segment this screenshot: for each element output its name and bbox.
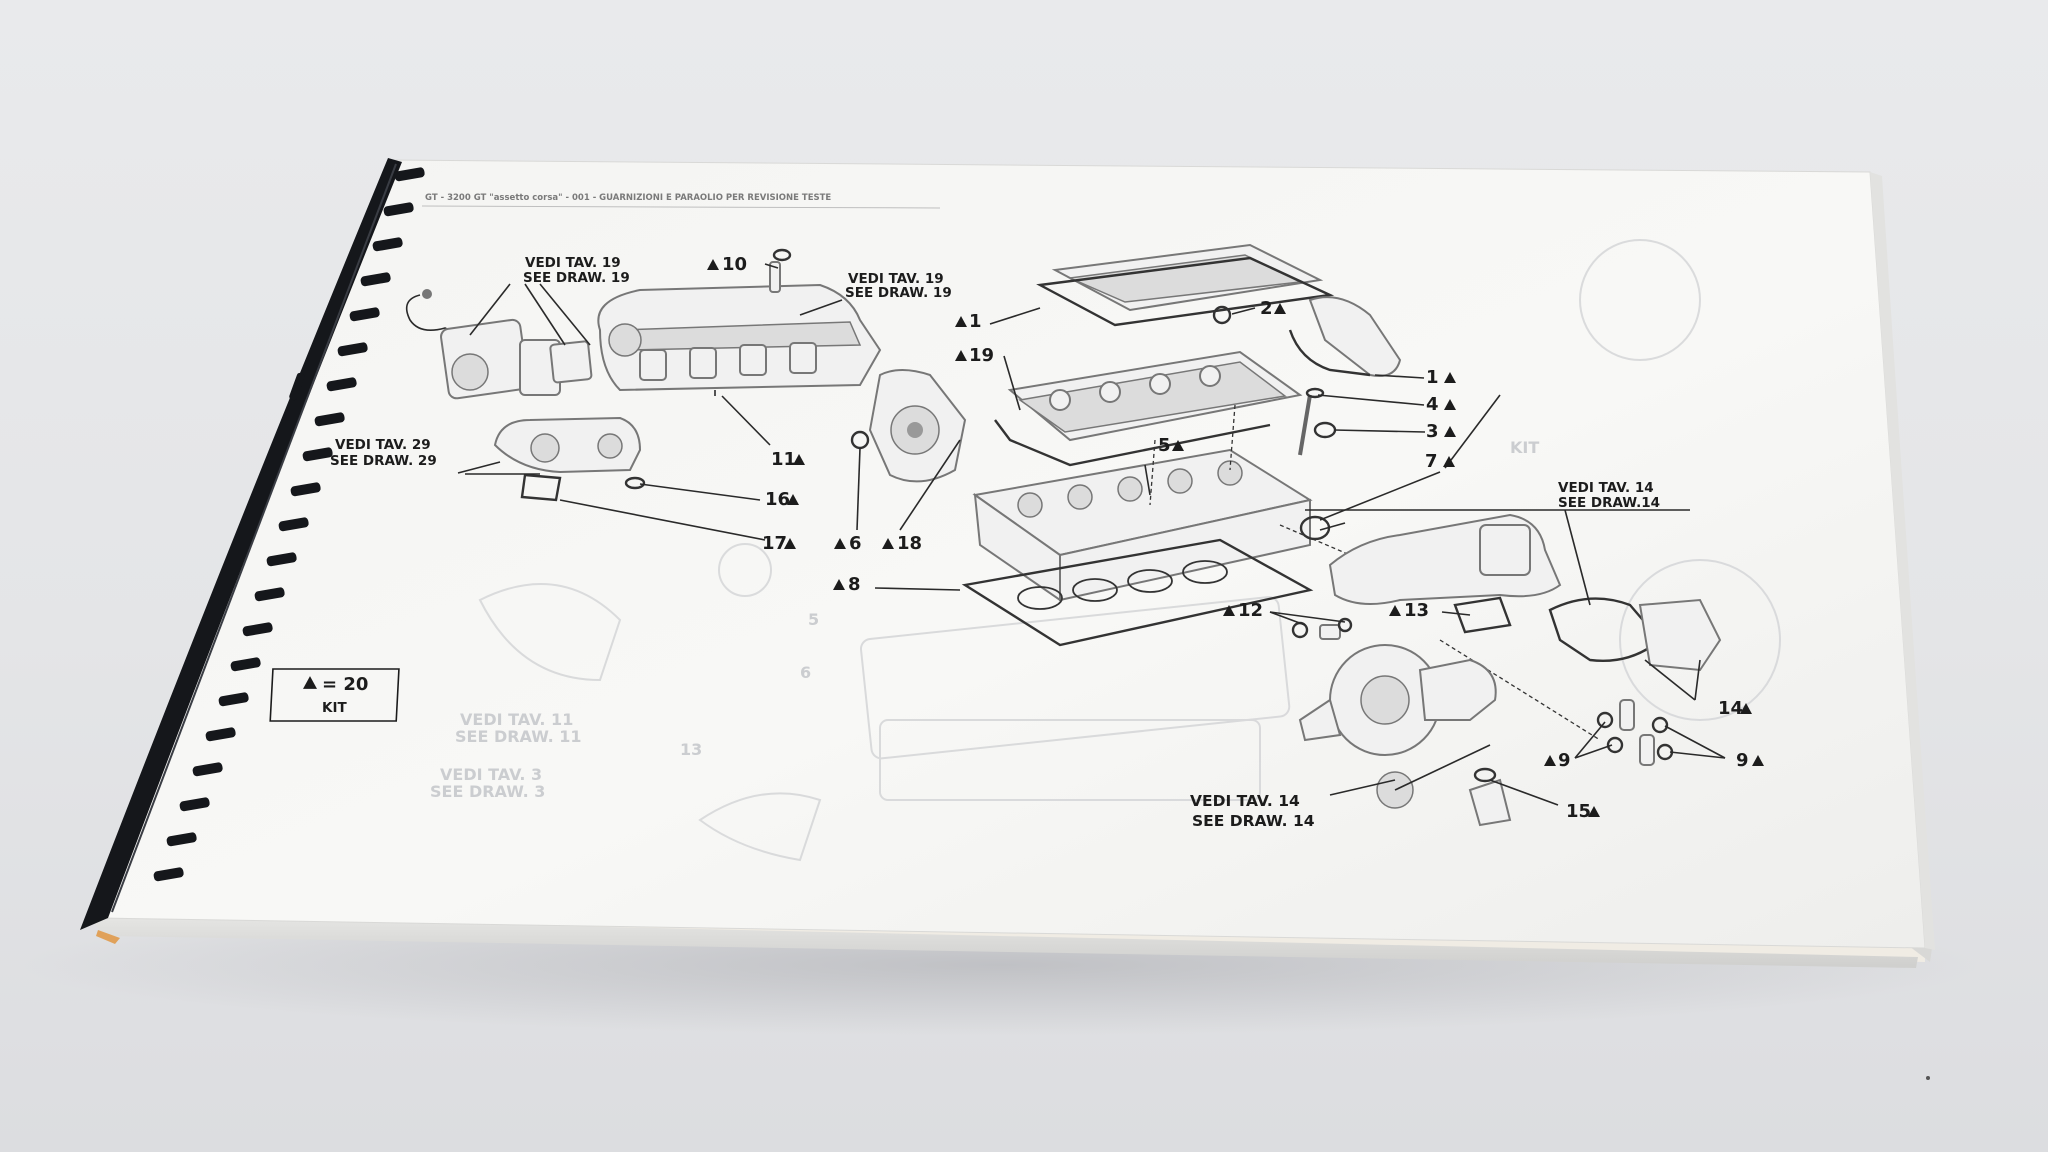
callout-17: 17: [762, 533, 787, 554]
ref-see-19-right: SEE DRAW. 19: [845, 285, 952, 301]
kit-value: = 20: [322, 674, 368, 695]
callout-14: 14: [1718, 698, 1743, 719]
ref-vedi-19-left: VEDI TAV. 19: [525, 255, 621, 271]
svg-text:KIT: KIT: [1510, 438, 1539, 457]
page-edge-right: [1870, 172, 1935, 950]
callout-18: 18: [897, 533, 922, 554]
callout-16: 16: [765, 489, 790, 510]
svg-text:13: 13: [680, 740, 702, 759]
ref-see-29: SEE DRAW. 29: [330, 453, 437, 469]
svg-text:VEDI TAV. 11: VEDI TAV. 11: [460, 710, 573, 729]
callout-5: 5: [1158, 435, 1171, 456]
header-rule: [421, 205, 941, 209]
exploded-parts-drawing: [405, 243, 1722, 827]
cylinder-head-cams: [994, 305, 1303, 467]
svg-text:SEE DRAW. 3: SEE DRAW. 3: [430, 782, 545, 801]
ref-see-14-bottom: SEE DRAW. 14: [1192, 812, 1315, 830]
valve-cover: [1036, 243, 1335, 327]
water-pipe: [493, 416, 646, 502]
callout-15: 15: [1566, 801, 1591, 822]
ref-vedi-19-right: VEDI TAV. 19: [848, 271, 944, 287]
svg-text:VEDI TAV. 3: VEDI TAV. 3: [440, 765, 542, 784]
cylinder-head-lower: [972, 448, 1313, 602]
callout-2: 2: [1260, 298, 1273, 319]
callout-9-left: 9: [1558, 750, 1571, 771]
turbocharger: [1298, 644, 1497, 809]
kit-label: KIT: [322, 700, 347, 716]
exhaust-manifold: [1299, 513, 1562, 605]
throttle-body: [405, 289, 561, 400]
callout-9-right: 9: [1736, 750, 1749, 771]
part-callouts: 10 1 2 19 1 4 3 11 5 7 16 17 6 18 8 12 1: [707, 254, 1764, 822]
svg-text:5: 5: [808, 610, 819, 629]
callout-4: 4: [1426, 394, 1439, 415]
bleed-through-drawing: VEDI TAV. 11 SEE DRAW. 11 VEDI TAV. 3 SE…: [430, 239, 1781, 862]
callout-13: 13: [1404, 600, 1429, 621]
ref-vedi-29: VEDI TAV. 29: [335, 437, 431, 453]
callout-19: 19: [969, 345, 994, 366]
ref-see-19-left: SEE DRAW. 19: [523, 270, 630, 286]
svg-text:SEE DRAW. 11: SEE DRAW. 11: [455, 727, 581, 746]
reference-labels: VEDI TAV. 19 SEE DRAW. 19 VEDI TAV. 19 S…: [330, 255, 1660, 830]
ref-vedi-14-bottom: VEDI TAV. 14: [1190, 792, 1300, 810]
callout-10: 10: [722, 254, 747, 275]
comb-binding: [80, 158, 425, 930]
ref-vedi-14-right: VEDI TAV. 14: [1558, 480, 1654, 496]
callout-8: 8: [848, 574, 861, 595]
callout-12: 12: [1238, 600, 1263, 621]
banjo-fittings: [1596, 699, 1674, 766]
head-gasket: [961, 538, 1314, 647]
callout-6: 6: [849, 533, 862, 554]
callout-1-right: 1: [1426, 367, 1439, 388]
callout-7: 7: [1425, 451, 1438, 472]
pump-housing: [850, 369, 967, 483]
svg-text:6: 6: [800, 663, 811, 682]
page-header: GT - 3200 GT "assetto corsa" - 001 - GUA…: [425, 193, 831, 203]
leader-lines: [457, 263, 1726, 806]
callout-3: 3: [1426, 421, 1439, 442]
callout-1-top: 1: [969, 311, 982, 332]
callout-11: 11: [771, 449, 796, 470]
table-speck: [1926, 1076, 1930, 1080]
kit-legend-box: = 20 KIT: [269, 668, 400, 722]
ref-see-14-right: SEE DRAW.14: [1558, 495, 1660, 511]
